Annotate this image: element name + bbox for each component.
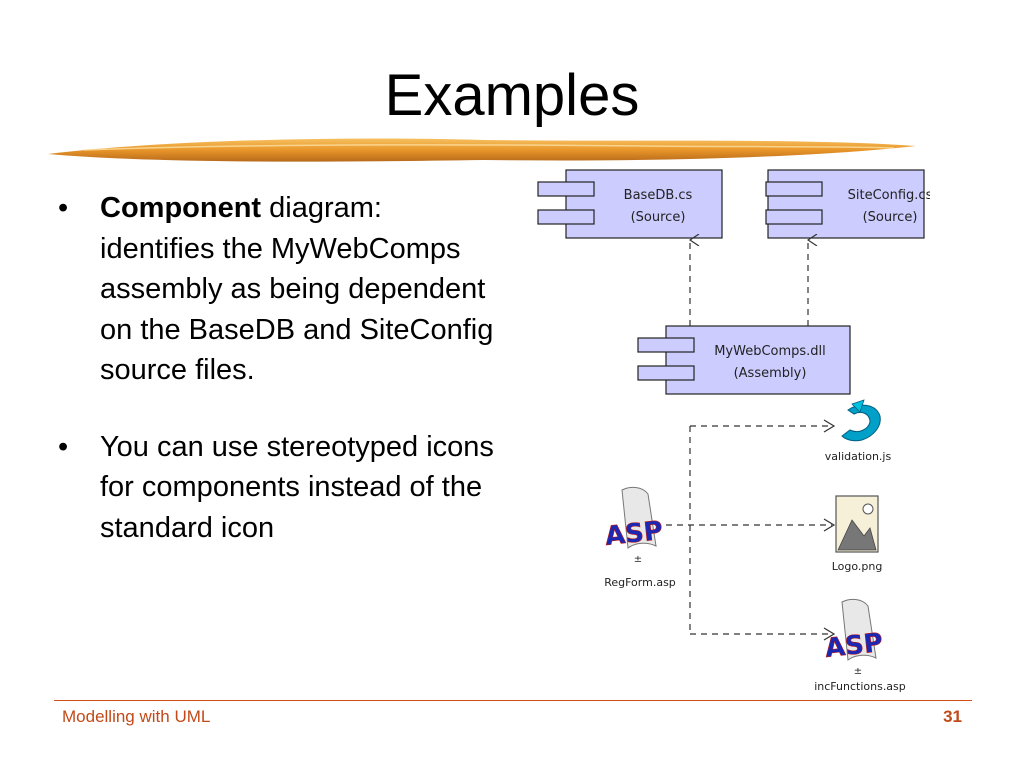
image-icon: [835, 495, 879, 553]
asp-icon: ASP ±: [823, 598, 885, 677]
component-stereotype: (Assembly): [734, 366, 807, 381]
footer-divider: [54, 700, 972, 701]
icon-dependencies: [666, 425, 832, 635]
bullet-item: • You can use stereotyped icons for comp…: [58, 427, 498, 549]
svg-text:ASP: ASP: [824, 628, 885, 664]
js-icon: [841, 399, 881, 442]
component-stereotype: (Source): [631, 210, 686, 225]
slide-title: Examples: [384, 63, 640, 128]
bullet-bold-term: Component: [100, 192, 262, 224]
bullet-text: You can use stereotyped icons for compon…: [100, 430, 494, 544]
bullet-dot: •: [58, 192, 69, 224]
icon-arrowheads: [823, 419, 836, 641]
svg-text:±: ±: [634, 554, 642, 565]
component-name: BaseDB.cs: [624, 188, 693, 203]
component-basedb: BaseDB.cs (Source): [537, 169, 723, 239]
component-name: SiteConfig.cs: [848, 188, 930, 203]
asp-icon: ASP ±: [603, 486, 665, 565]
component-name: MyWebComps.dll: [714, 344, 826, 359]
component-siteconfig: SiteConfig.cs (Source): [765, 169, 930, 239]
bullet-dot: •: [58, 430, 69, 463]
svg-text:ASP: ASP: [604, 516, 665, 552]
svg-text:±: ±: [854, 666, 862, 677]
title-underline-decoration: [48, 138, 916, 162]
component-stereotype: (Source): [863, 210, 918, 225]
component-mywebcomps: MyWebComps.dll (Assembly): [637, 325, 851, 395]
icon-label: RegForm.asp: [604, 576, 676, 589]
page-number: 31: [943, 707, 962, 726]
component-diagram: BaseDB.cs (Source) SiteConfig.cs (Source…: [537, 169, 930, 693]
icon-label: Logo.png: [832, 560, 883, 573]
bullet-text: diagram: identifies the MyWebComps assem…: [100, 192, 494, 386]
bullet-list: • Component diagram: identifies the MyWe…: [58, 188, 498, 584]
bullet-item: • Component diagram: identifies the MyWe…: [58, 188, 498, 391]
icon-label: validation.js: [825, 450, 892, 463]
icon-label: incFunctions.asp: [814, 680, 906, 693]
footer-title: Modelling with UML: [62, 707, 211, 726]
